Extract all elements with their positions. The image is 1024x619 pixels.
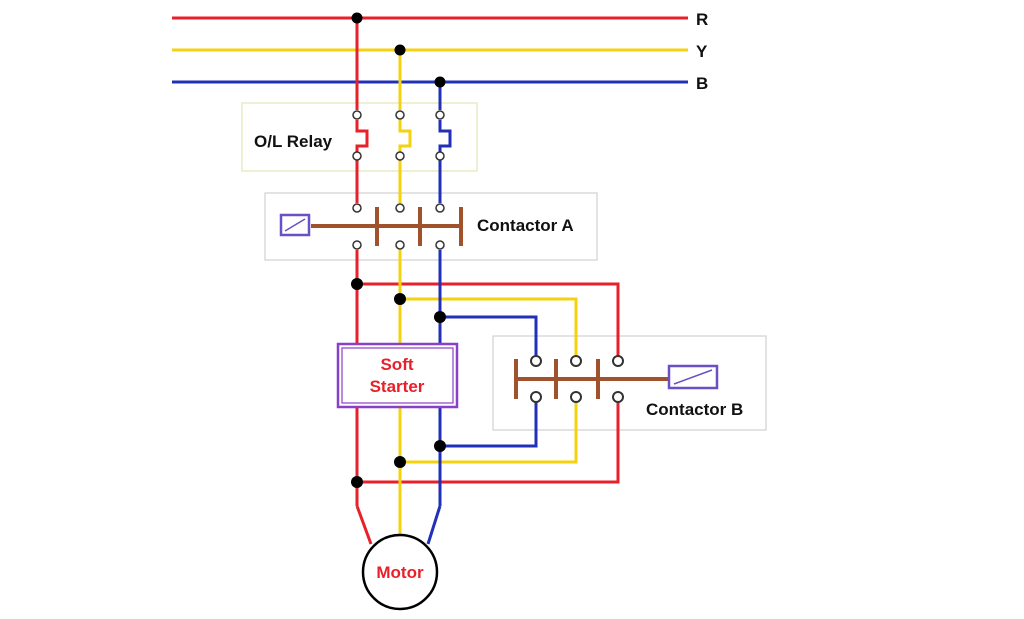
- soft-starter-label-line1: Soft: [380, 355, 413, 374]
- contactor-b-box: [492, 335, 767, 431]
- contactor-b-coil-icon: [667, 364, 719, 390]
- motor-label: Motor: [376, 563, 424, 582]
- soft-starter-label-line2: Starter: [370, 377, 425, 396]
- contactor-a-bar: [311, 207, 463, 246]
- terminals: [352, 110, 445, 250]
- phase-label-b: B: [696, 74, 708, 93]
- terminals-contactor-b: [530, 355, 624, 403]
- soft-starter: Soft Starter: [336, 342, 459, 409]
- wire-red: [355, 18, 620, 545]
- contactor-b-label: Contactor B: [646, 400, 743, 419]
- phase-label-y: Y: [696, 42, 708, 61]
- junction-dots: [351, 12, 446, 488]
- phase-label-r: R: [696, 10, 708, 29]
- contactor-b-bar: [514, 359, 668, 399]
- motor: Motor: [361, 533, 439, 611]
- wire-yellow: [398, 50, 578, 536]
- contactor-a-label: Contactor A: [477, 216, 574, 235]
- ol-relay-label: O/L Relay: [254, 132, 333, 151]
- contactor-a-coil-icon: [279, 213, 311, 237]
